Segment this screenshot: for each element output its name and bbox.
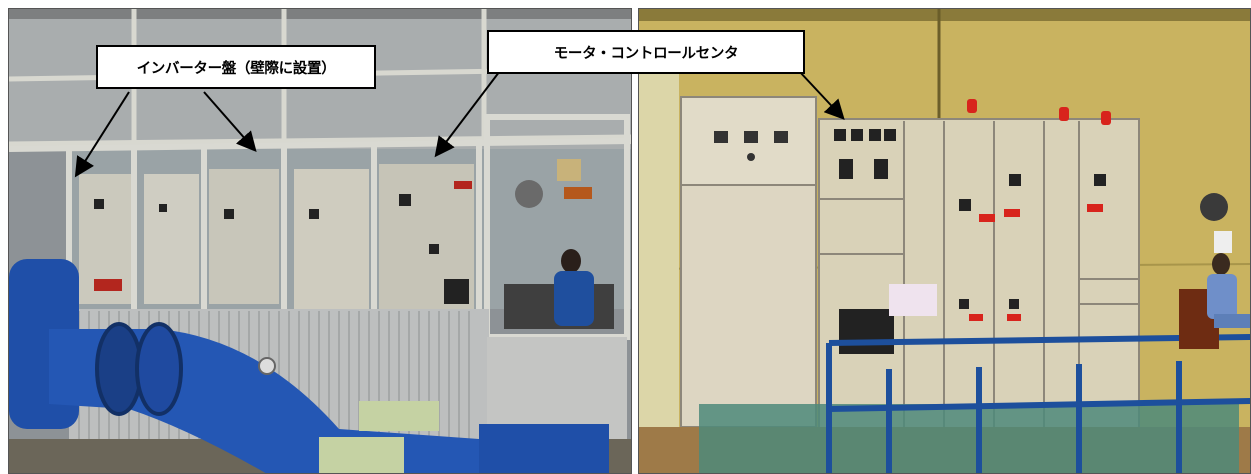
left-window	[639, 69, 679, 473]
photo-pump-room: インバーター盤（壁際に設置）	[8, 8, 632, 474]
seated-man	[1179, 193, 1250, 349]
mcc-scene	[639, 9, 1250, 473]
inverter-panel-label-text: インバーター盤（壁際に設置）	[136, 60, 336, 77]
motor-control-center-label-text: モータ・コントロールセンタ	[553, 45, 739, 62]
glass-partition-frame	[9, 114, 631, 340]
green-mat	[699, 404, 1239, 473]
inverter-panel-label: インバーター盤（壁際に設置）	[96, 45, 376, 89]
blue-pump-and-pipe	[9, 259, 609, 473]
motor-control-center-label: モータ・コントロールセンタ	[487, 30, 805, 74]
arrow-to-mcc	[798, 70, 845, 120]
arrow-to-inverter-2	[203, 91, 257, 153]
paper-notice	[889, 284, 937, 316]
arrow-to-inverter-1	[74, 91, 130, 178]
operator-at-desk	[504, 159, 614, 329]
inverter-cabinets	[79, 164, 474, 309]
pump-room-scene	[9, 9, 631, 473]
callout-arrows-left	[74, 58, 510, 178]
blue-railing	[826, 334, 1250, 473]
warning-lights	[967, 99, 1111, 125]
callout-arrows-right	[798, 70, 845, 120]
arrow-to-inverter-3	[434, 58, 510, 158]
photo-motor-control-center	[638, 8, 1251, 474]
